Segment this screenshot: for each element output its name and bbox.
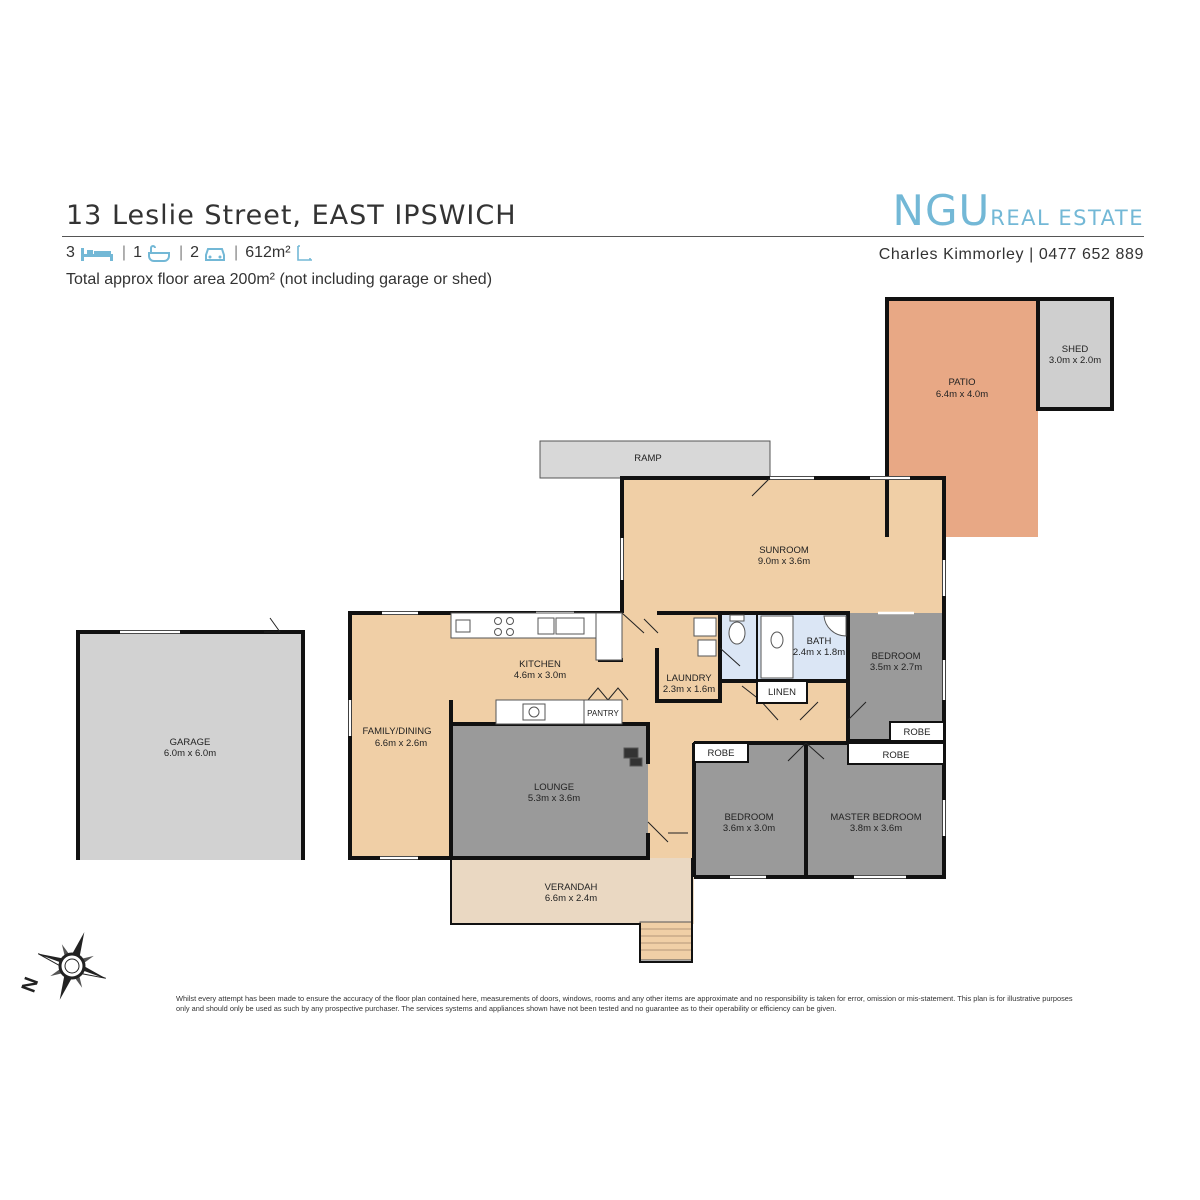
size-kitchen: 4.6m x 3.0m: [514, 670, 566, 681]
brand-sub: REAL ESTATE: [990, 206, 1144, 230]
label-shed: SHED: [1062, 344, 1089, 355]
sunroom-area: [622, 478, 944, 613]
verandah-area: [451, 858, 694, 924]
size-master-bedroom: 3.8m x 3.6m: [850, 823, 902, 834]
label-garage: GARAGE: [170, 737, 211, 748]
label-kitchen: KITCHEN: [519, 659, 561, 670]
verandah-steps: [639, 921, 693, 961]
compass-north-label: N: [18, 974, 44, 995]
label-bedroom-bottom: BEDROOM: [724, 812, 773, 823]
size-shed: 3.0m x 2.0m: [1049, 355, 1101, 366]
compass-rose-icon: N: [18, 932, 106, 1000]
bedroom-top-area: [848, 613, 944, 741]
label-patio: PATIO: [948, 377, 975, 388]
label-linen: LINEN: [768, 687, 796, 698]
size-family-dining: 6.6m x 2.6m: [375, 738, 427, 749]
robe-master: [847, 742, 945, 765]
size-verandah: 6.6m x 2.4m: [545, 893, 597, 904]
linen-closet: [756, 680, 808, 704]
car-icon: [205, 248, 226, 261]
bedroom-bottom-area: [694, 743, 806, 877]
size-garage: 6.0m x 6.0m: [164, 748, 216, 759]
label-master-bedroom: MASTER BEDROOM: [830, 812, 921, 823]
size-patio: 6.4m x 4.0m: [936, 389, 988, 400]
label-sunroom: SUNROOM: [759, 545, 809, 556]
label-laundry: LAUNDRY: [666, 673, 712, 684]
shed-area: [1038, 299, 1112, 409]
land-area: 612m²: [245, 244, 291, 261]
size-lounge: 5.3m x 3.6m: [528, 793, 580, 804]
label-verandah: VERANDAH: [545, 882, 598, 893]
brand-main: NGU: [892, 186, 991, 235]
property-stats: 3 | 1 | 2 | 612m²: [66, 244, 315, 262]
label-robe-top: ROBE: [904, 727, 931, 738]
label-bath: BATH: [807, 636, 832, 647]
car-count: 2: [190, 244, 200, 261]
garage-area: [78, 632, 303, 860]
floor-area-note: Total approx floor area 200m² (not inclu…: [66, 271, 493, 288]
bedroom-count: 3: [66, 244, 75, 261]
label-bedroom-top: BEDROOM: [871, 651, 920, 662]
label-pantry: PANTRY: [587, 709, 619, 718]
size-sunroom: 9.0m x 3.6m: [758, 556, 810, 567]
robe-left: [693, 742, 749, 763]
bathroom-count: 1: [133, 244, 142, 261]
label-lounge: LOUNGE: [534, 782, 574, 793]
header-divider: [62, 236, 1144, 237]
size-bedroom-bottom: 3.6m x 3.0m: [723, 823, 775, 834]
bath-icon: [147, 245, 170, 262]
label-robe-master: ROBE: [883, 750, 910, 761]
brand-logo: NGUREAL ESTATE: [893, 186, 1144, 235]
label-ramp: RAMP: [634, 453, 661, 464]
robe-top: [889, 721, 945, 742]
lounge-area: [451, 724, 648, 858]
bed-icon: [80, 248, 113, 261]
ramp-area: [539, 440, 771, 479]
property-address: 13 Leslie Street, EAST IPSWICH: [66, 200, 517, 231]
size-bedroom-top: 3.5m x 2.7m: [870, 662, 922, 673]
agent-contact: Charles Kimmorley | 0477 652 889: [878, 246, 1144, 263]
land-icon: [296, 245, 312, 261]
disclaimer: Whilst every attempt has been made to en…: [176, 994, 1073, 1013]
size-laundry: 2.3m x 1.6m: [663, 684, 715, 695]
label-robe-left: ROBE: [708, 748, 735, 759]
master-bedroom-area: [806, 743, 944, 877]
label-family-dining: FAMILY/DINING: [363, 726, 432, 737]
size-bath: 2.4m x 1.8m: [793, 647, 845, 658]
